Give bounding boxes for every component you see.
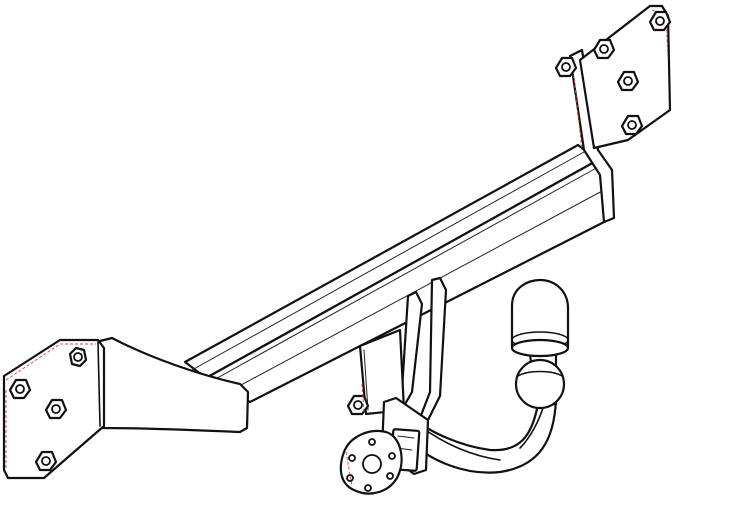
bolt-icon — [68, 346, 88, 368]
bolt-icon — [346, 394, 370, 416]
socket-bracket — [339, 396, 430, 495]
bolt-icon — [34, 450, 58, 472]
bolt-icon — [44, 398, 68, 420]
tow-ball-cap — [510, 278, 570, 358]
bolt-icon — [648, 10, 672, 32]
bolt-icon — [554, 56, 578, 78]
bolt-icon — [616, 70, 640, 92]
bolt-icon — [620, 114, 644, 136]
bolt-icon — [592, 38, 616, 60]
bolt-icon — [8, 378, 32, 400]
right-mounting-bracket — [554, 4, 672, 224]
left-mounting-bracket — [2, 336, 250, 480]
tow-ball — [514, 358, 566, 410]
